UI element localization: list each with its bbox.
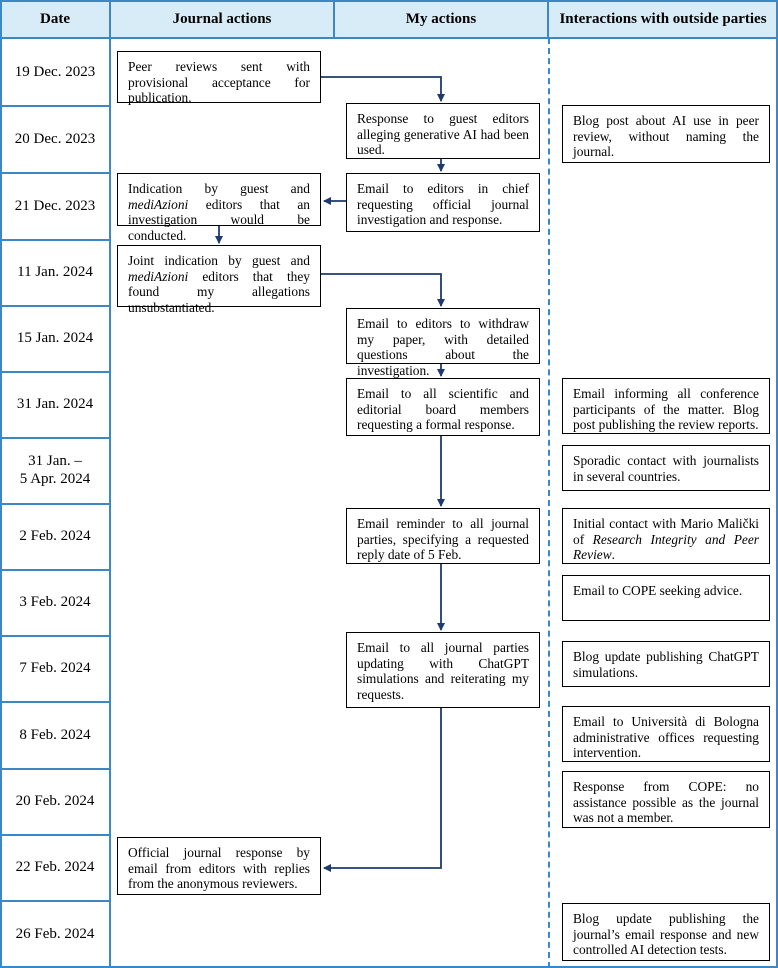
outside-interaction-box: Blog update publishing the journal’s ema… — [562, 903, 770, 961]
grid-row-separator — [0, 569, 110, 571]
grid-row-separator — [0, 239, 110, 241]
my-action-box: Email to editors to withdraw my paper, w… — [346, 308, 540, 378]
my-action-box: Email reminder to all journal parties, s… — [346, 508, 540, 564]
grid-row-separator — [0, 305, 110, 307]
date-cell: 21 Dec. 2023 — [14, 197, 96, 214]
grid-top-border — [0, 0, 778, 2]
outside-interaction-box: Initial contact with Mario Malički of Re… — [562, 508, 770, 564]
my-action-box: Email to editors in chief requesting off… — [346, 173, 540, 232]
grid-bottom-border — [0, 966, 778, 968]
header-outside-interactions: Interactions with outside parties — [548, 0, 778, 38]
grid-row-separator — [0, 371, 110, 373]
column-divider-dashed — [548, 38, 550, 968]
date-cell: 31 Jan. 2024 — [16, 396, 94, 412]
grid-row-separator — [0, 105, 110, 107]
header-my-actions: My actions — [334, 0, 548, 38]
grid-row-separator — [0, 834, 110, 836]
grid-left-border — [0, 0, 2, 968]
header-journal-actions: Journal actions — [110, 0, 334, 38]
date-cell: 31 Jan. –5 Apr. 2024 — [19, 453, 91, 487]
grid-row-separator — [0, 635, 110, 637]
journal-action-box: Peer reviews sent with provisional accep… — [117, 51, 321, 105]
outside-interaction-box: Blog post about AI use in peer review, w… — [562, 105, 770, 163]
date-cell: 11 Jan. 2024 — [17, 264, 93, 280]
date-cell: 19 Dec. 2023 — [14, 63, 96, 80]
grid-header-bottom — [0, 37, 778, 39]
date-cell: 22 Feb. 2024 — [15, 859, 95, 875]
grid-date-divider — [109, 0, 111, 968]
grid-row-separator — [0, 900, 110, 902]
grid-header-divider — [333, 0, 335, 38]
date-cell: 7 Feb. 2024 — [19, 660, 91, 676]
my-action-box: Email to all journal parties updating wi… — [346, 632, 540, 708]
date-cell: 26 Feb. 2024 — [15, 926, 95, 942]
my-action-box: Email to all scientific and editorial bo… — [346, 378, 540, 436]
grid-row-separator — [0, 437, 110, 439]
date-cell: 2 Feb. 2024 — [19, 528, 91, 544]
grid-header-divider-2 — [547, 0, 549, 38]
date-cell: 15 Jan. 2024 — [16, 330, 94, 346]
grid-row-separator — [0, 768, 110, 770]
date-cell: 20 Feb. 2024 — [15, 793, 95, 809]
date-cell: 20 Dec. 2023 — [14, 130, 96, 147]
journal-action-box: Indication by guest and mediAzioni edito… — [117, 173, 321, 243]
flow-arrow — [321, 273, 445, 307]
grid-row-separator — [0, 701, 110, 703]
outside-interaction-box: Sporadic contact with journalists in sev… — [562, 445, 770, 491]
outside-interaction-box: Email to Università di Bologna administr… — [562, 706, 770, 762]
grid-right-border — [776, 0, 778, 968]
outside-interaction-box: Email informing all conference participa… — [562, 378, 770, 434]
journal-action-box: Official journal response by email from … — [117, 837, 321, 895]
flow-arrow — [321, 76, 445, 102]
flow-arrow — [323, 708, 442, 872]
journal-action-box: Joint indication by guest and mediAzioni… — [117, 245, 321, 315]
header-date: Date — [0, 0, 110, 38]
outside-interaction-box: Response from COPE: no assistance possib… — [562, 771, 770, 828]
outside-interaction-box: Email to COPE seeking advice. — [562, 575, 770, 621]
grid-row-separator — [0, 172, 110, 174]
date-cell: 3 Feb. 2024 — [19, 594, 91, 610]
my-action-box: Response to guest editors alleging gener… — [346, 103, 540, 159]
date-cell: 8 Feb. 2024 — [19, 726, 91, 743]
grid-row-separator — [0, 503, 110, 505]
outside-interaction-box: Blog update publishing ChatGPT simulatio… — [562, 641, 770, 687]
